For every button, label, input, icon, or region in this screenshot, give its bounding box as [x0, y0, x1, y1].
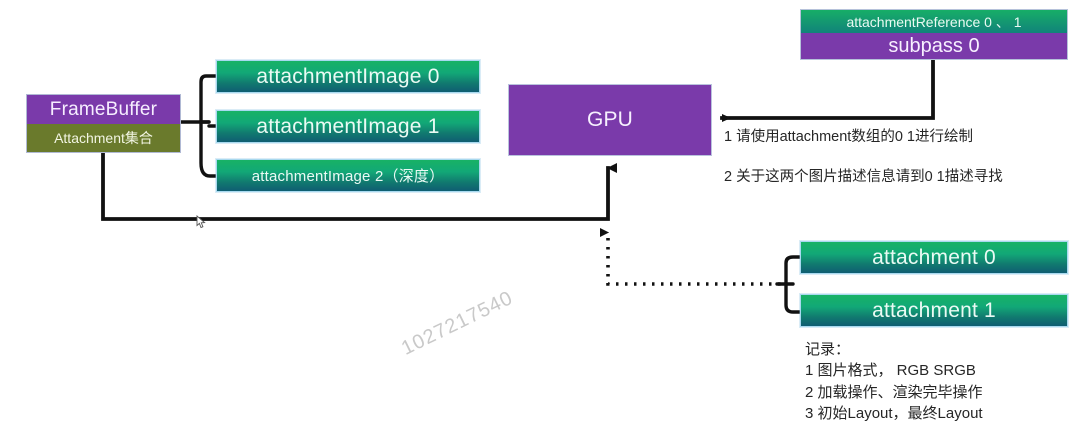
watermark-text: 1027217540: [398, 286, 517, 360]
record-heading: 记录：: [805, 341, 851, 358]
wire-attachments-to-gpu-dotted: [606, 238, 786, 286]
wire-attachment-bracket: [775, 255, 802, 314]
attachment-image-2-box[interactable]: attachmentImage 2（深度）: [216, 159, 480, 192]
attachment-image-1-box[interactable]: attachmentImage 1: [216, 110, 480, 143]
gpu-box[interactable]: GPU: [508, 84, 712, 156]
subpass-note-1: 1 请使用attachment数组的0 1进行绘制: [724, 129, 973, 145]
record-item-2: 2 加载操作、渲染完毕操作: [805, 383, 983, 401]
framebuffer-box[interactable]: FrameBuffer Attachment集合: [26, 94, 181, 153]
framebuffer-subtitle: Attachment集合: [27, 124, 180, 152]
record-item-3: 3 初始Layout，最终Layout: [805, 404, 983, 422]
attachment-image-0-box[interactable]: attachmentImage 0: [216, 60, 480, 93]
subpass-note-2: 2 关于这两个图片描述信息请到0 1描述寻找: [724, 169, 1003, 185]
record-notes: 记录： 1 图片格式， RGB SRGB 2 加载操作、渲染完毕操作 3 初始L…: [805, 339, 983, 424]
subpass-name-label: subpass 0: [801, 33, 1067, 59]
attachment-1-box[interactable]: attachment 1: [800, 294, 1068, 327]
attachment-0-box[interactable]: attachment 0: [800, 241, 1068, 274]
subpass-box[interactable]: attachmentReference 0 、 1 subpass 0: [800, 9, 1068, 60]
record-item-1: 1 图片格式， RGB SRGB: [805, 362, 976, 380]
wire-subpass-to-gpu: [720, 58, 935, 122]
framebuffer-title: FrameBuffer: [27, 95, 180, 124]
wire-framebuffer-to-images: [179, 74, 219, 178]
attachment-reference-label: attachmentReference 0 、 1: [801, 10, 1067, 33]
mouse-cursor-icon: [196, 215, 206, 229]
